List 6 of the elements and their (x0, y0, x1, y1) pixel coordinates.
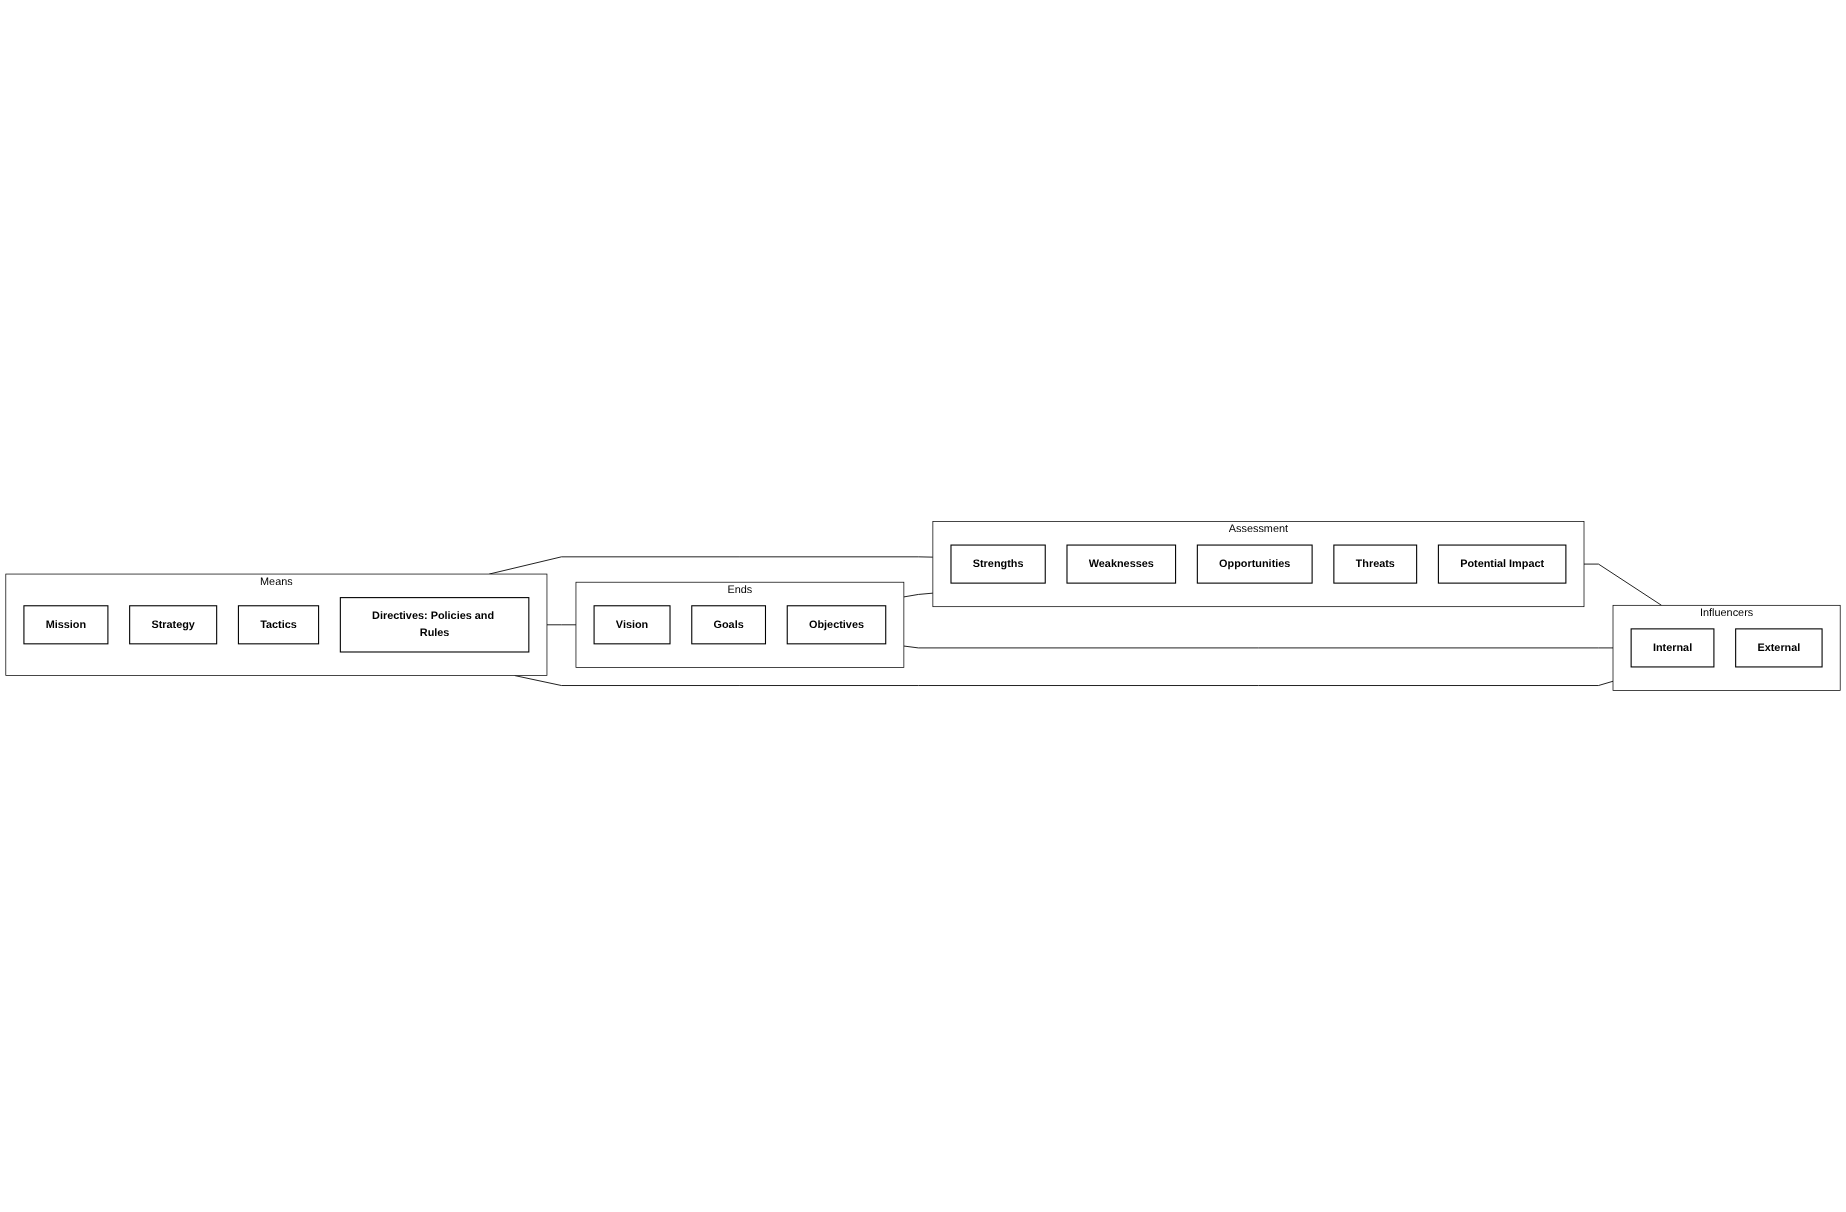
connector (1583, 563, 1662, 606)
connector (903, 592, 934, 598)
connector (903, 645, 1614, 649)
connector (514, 675, 1614, 686)
connector (488, 556, 934, 575)
connector (546, 624, 577, 626)
